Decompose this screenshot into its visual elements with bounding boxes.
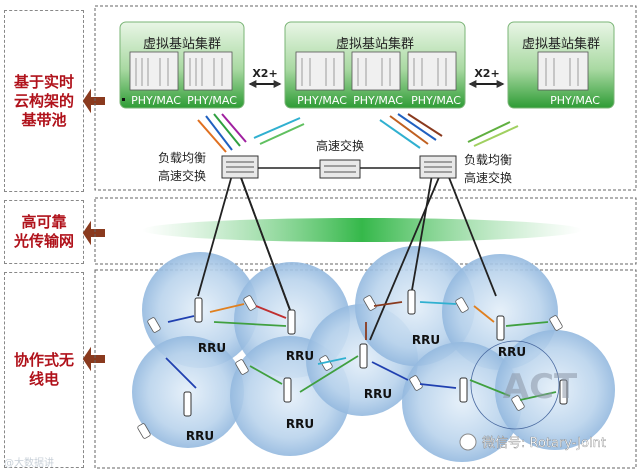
switch-label-left-1: 负载均衡 xyxy=(158,151,206,165)
cluster-2 xyxy=(284,21,466,109)
switch-left xyxy=(221,155,259,179)
frame-radio xyxy=(94,269,637,469)
label-optical-network: 高可靠光传输网 xyxy=(4,200,84,264)
fiber-lines xyxy=(197,174,497,341)
cluster-3 xyxy=(507,21,615,109)
cell-circles xyxy=(132,246,615,462)
cluster-title-2: 虚拟基站集群 xyxy=(336,36,414,52)
rru-label: RRU xyxy=(286,417,314,431)
rru-label: RRU xyxy=(286,349,314,363)
antenna-icons xyxy=(183,289,568,417)
switch-label-left-2: 高速交换 xyxy=(158,168,206,183)
arrow-radio xyxy=(82,346,105,372)
cluster-title-1: 虚拟基站集群 xyxy=(143,36,221,52)
credit-text: 微信号: Rotary-Joint xyxy=(482,436,606,451)
cluster-title-3: 虚拟基站集群 xyxy=(522,36,600,52)
wechat-icon xyxy=(459,433,477,451)
arrow-baseband xyxy=(82,88,105,114)
credit-left: @大数据讲 xyxy=(4,456,54,469)
x2-label-right: X2+ xyxy=(474,67,499,80)
phy-mac-label: PHY/MAC xyxy=(411,94,461,107)
rru-label: RRU xyxy=(364,387,392,401)
data-link-arrows xyxy=(197,113,519,153)
switch-label-right-1: 负载均衡 xyxy=(464,153,512,167)
phy-mac-label: PHY/MAC xyxy=(187,94,237,107)
switch-label-right-2: 高速交换 xyxy=(464,170,512,185)
x2-label-left: X2+ xyxy=(252,67,277,80)
label-baseband-pool: 基于实时云构架的基带池 xyxy=(4,10,84,192)
rru-label: RRU xyxy=(186,429,214,443)
optical-ring xyxy=(142,218,582,242)
radio-link-arrows xyxy=(165,301,557,401)
rru-label: RRU xyxy=(198,341,226,355)
watermark-text: ACT xyxy=(503,367,578,407)
rru-label: RRU xyxy=(412,333,440,347)
switch-label-center: 高速交换 xyxy=(316,138,364,153)
switch-center xyxy=(319,159,361,179)
arrow-optical xyxy=(82,220,105,246)
phy-mac-label: PHY/MAC xyxy=(550,94,600,107)
phy-mac-label: PHY/MAC xyxy=(353,94,403,107)
phy-mac-label: PHY/MAC xyxy=(131,94,181,107)
switch-right xyxy=(419,155,457,179)
label-cooperative-radio: 协作式无线电 xyxy=(4,272,84,468)
frame-baseband xyxy=(94,5,637,191)
cluster-1 xyxy=(119,21,245,109)
phy-mac-label: PHY/MAC xyxy=(297,94,347,107)
frame-optical xyxy=(94,197,637,265)
rru-label: RRU xyxy=(498,345,526,359)
